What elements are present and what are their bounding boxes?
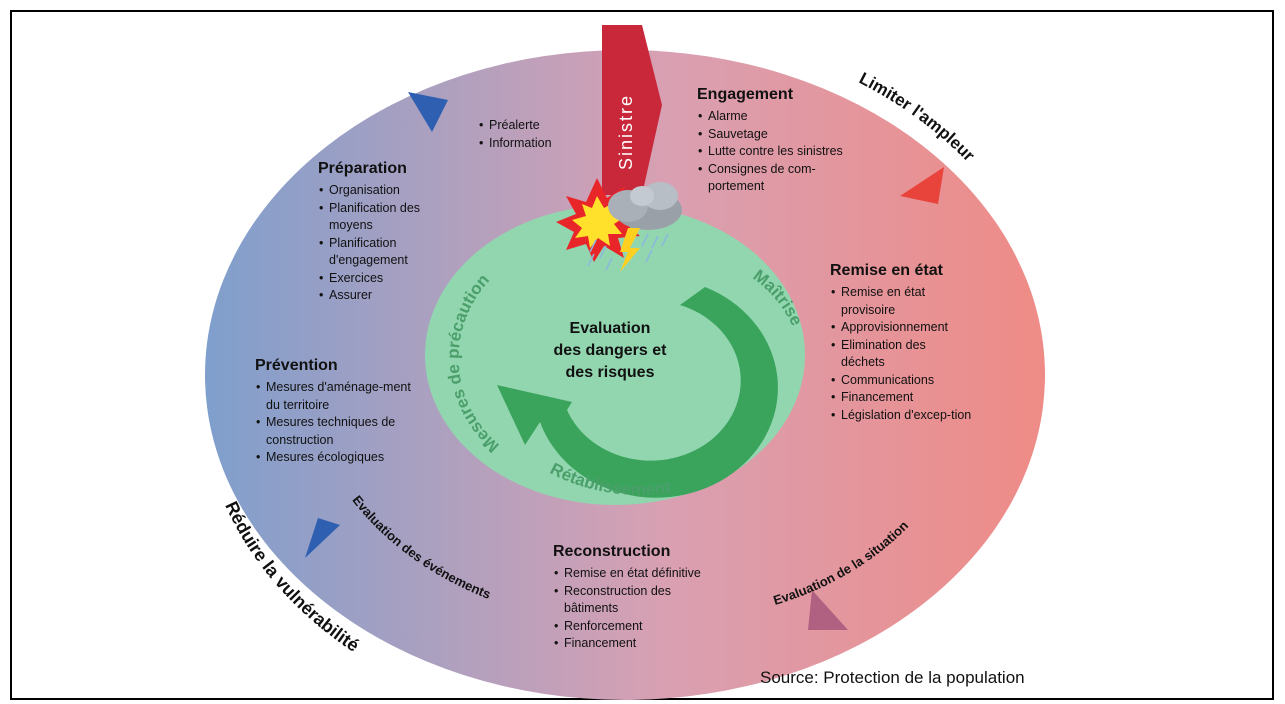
- reconstruction-box: Reconstruction Remise en état définitive…: [553, 543, 753, 653]
- marker-mauve-icon: [808, 590, 848, 630]
- source-caption: Source: Protection de la population: [760, 668, 1025, 687]
- list-item: Mesures écologiques: [256, 449, 465, 467]
- preparation-box: Préparation Organisation Planification d…: [318, 160, 488, 305]
- prevention-box: Prévention Mesures d'aménage-ment du ter…: [255, 357, 465, 467]
- disaster-icon: [556, 178, 682, 272]
- list-item: Exercices: [319, 270, 488, 288]
- prevention-title: Prévention: [255, 357, 338, 374]
- remise-box: Remise en état Remise en état provisoire…: [830, 262, 1015, 424]
- list-item: Reconstruction des bâtiments: [554, 583, 714, 618]
- list-item: Elimination des déchets: [831, 337, 956, 372]
- list-item: Préalerte: [479, 117, 552, 135]
- list-item: Mesures techniques de construction: [256, 414, 426, 449]
- center-title-line: Evaluation: [569, 320, 651, 337]
- list-item: Planification d'engagement: [319, 235, 429, 270]
- center-title-line: des dangers et: [553, 342, 667, 359]
- remise-title: Remise en état: [830, 262, 943, 279]
- list-item: Lutte contre les sinistres: [698, 143, 907, 161]
- cycle-arrow-icon: [497, 287, 778, 498]
- list-item: Remise en état définitive: [554, 565, 753, 583]
- list-item: Financement: [831, 389, 1015, 407]
- list-item: Renforcement: [554, 618, 753, 636]
- list-item: Planification des moyens: [319, 200, 454, 235]
- list-item: Information: [479, 135, 551, 153]
- list-item: Sauvetage: [698, 126, 907, 144]
- engagement-title: Engagement: [697, 86, 794, 103]
- marker-blue-top-icon: [408, 92, 448, 132]
- list-item: Assurer: [319, 287, 488, 305]
- list-item: Législation d'excep-tion: [831, 407, 976, 425]
- sinistre-arrow-icon: [602, 25, 662, 195]
- preparation-title: Préparation: [318, 160, 407, 177]
- list-item: Remise en état provisoire: [831, 284, 951, 319]
- reconstruction-title: Reconstruction: [553, 543, 671, 560]
- prealerte-box: Préalerte Information: [478, 117, 552, 153]
- sinistre-label: Sinistre: [616, 94, 636, 170]
- list-item: Consignes de com-portement: [698, 161, 848, 196]
- center-title-line: des risques: [565, 364, 655, 381]
- list-item: Mesures d'aménage-ment du territoire: [256, 379, 426, 414]
- marker-red-icon: [900, 167, 944, 204]
- list-item: Communications: [831, 372, 1015, 390]
- center-title: Evaluation des dangers et des risques: [535, 318, 685, 384]
- marker-blue-bottom-icon: [305, 518, 340, 558]
- list-item: Approvisionnement: [831, 319, 1015, 337]
- list-item: Financement: [554, 635, 753, 653]
- list-item: Alarme: [698, 108, 907, 126]
- list-item: Organisation: [319, 182, 488, 200]
- engagement-box: Engagement Alarme Sauvetage Lutte contre…: [697, 86, 907, 196]
